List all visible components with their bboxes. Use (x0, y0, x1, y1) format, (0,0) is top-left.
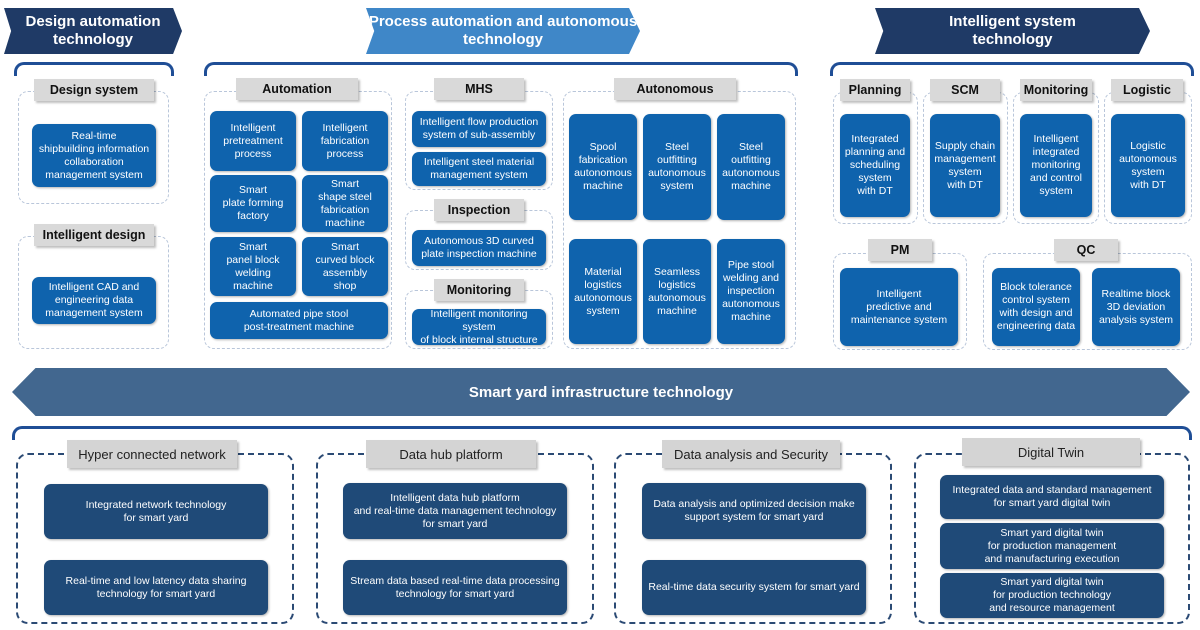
twin-tag: Digital Twin (962, 438, 1140, 466)
logistic-box: Logistic autonomous system with DT (1111, 114, 1185, 217)
mhs-item: Intelligent flow production system of su… (412, 111, 546, 147)
scm-tag: SCM (930, 79, 1000, 101)
automation-item: Intelligent fabrication process (302, 111, 388, 171)
autonomous-item: Spool fabrication autonomous machine (569, 114, 637, 220)
intelligent-system-banner: Intelligent system technology (875, 8, 1150, 54)
pm-tag: PM (868, 239, 932, 261)
automation-item: Smart plate forming factory (210, 175, 296, 232)
automation-item: Intelligent pretreatment process (210, 111, 296, 171)
autonomous-item: Material logistics autonomous system (569, 239, 637, 344)
automation-item: Smart panel block welding machine (210, 237, 296, 296)
inspection-tag: Inspection (434, 199, 524, 221)
datahub-tag: Data hub platform (366, 440, 536, 468)
process-automation-banner: Process automation and autonomous techno… (366, 8, 640, 54)
logistic-tag: Logistic (1111, 79, 1183, 101)
autonomous-item: Seamless logistics autonomous machine (643, 239, 711, 344)
pm-box: Intelligent predictive and maintenance s… (840, 268, 958, 346)
intelligent-design-box: Intelligent CAD and engineering data man… (32, 277, 156, 324)
planning-box: Integrated planning and scheduling syste… (840, 114, 910, 217)
analysis-tag: Data analysis and Security (662, 440, 840, 468)
datahub-item: Stream data based real-time data process… (343, 560, 567, 615)
automation-item: Smart curved block assembly shop (302, 237, 388, 296)
intel-monitoring-tag: Monitoring (1020, 79, 1092, 101)
network-item: Integrated network technology for smart … (44, 484, 268, 539)
analysis-item: Data analysis and optimized decision mak… (642, 483, 866, 539)
scm-box: Supply chain management system with DT (930, 114, 1000, 217)
qc-item: Block tolerance control system with desi… (992, 268, 1080, 346)
automation-tag: Automation (236, 78, 358, 100)
intelligent-design-tag: Intelligent design (34, 224, 154, 246)
twin-item: Smart yard digital twin for production m… (940, 523, 1164, 569)
design-bracket (14, 62, 174, 76)
mhs-tag: MHS (434, 78, 524, 100)
twin-item: Integrated data and standard management … (940, 475, 1164, 519)
network-item: Real-time and low latency data sharing t… (44, 560, 268, 615)
infra-bracket (12, 426, 1192, 440)
twin-item: Smart yard digital twin for production t… (940, 573, 1164, 618)
qc-item: Realtime block 3D deviation analysis sys… (1092, 268, 1180, 346)
qc-tag: QC (1054, 239, 1118, 261)
intelligent-bracket (830, 62, 1194, 76)
automation-item: Automated pipe stool post-treatment mach… (210, 302, 388, 339)
design-system-tag: Design system (34, 79, 154, 101)
automation-item: Smart shape steel fabrication machine (302, 175, 388, 232)
datahub-item: Intelligent data hub platform and real-t… (343, 483, 567, 539)
autonomous-item: Pipe stool welding and inspection autono… (717, 239, 785, 344)
design-system-box: Real-time shipbuilding information colla… (32, 124, 156, 187)
network-tag: Hyper connected network (67, 440, 237, 468)
autonomous-tag: Autonomous (614, 78, 736, 100)
mhs-item: Intelligent steel material management sy… (412, 152, 546, 186)
monitoring-tag: Monitoring (434, 279, 524, 301)
intel-monitoring-box: Intelligent integrated monitoring and co… (1020, 114, 1092, 217)
monitoring-item: Intelligent monitoring system of block i… (412, 308, 546, 346)
planning-tag: Planning (840, 79, 910, 101)
design-automation-banner: Design automation technology (4, 8, 182, 54)
process-bracket (204, 62, 798, 76)
infrastructure-banner: Smart yard infrastructure technology (12, 368, 1190, 416)
autonomous-item: Steel outfitting autonomous machine (717, 114, 785, 220)
autonomous-item: Steel outfitting autonomous system (643, 114, 711, 220)
inspection-item: Autonomous 3D curved plate inspection ma… (412, 230, 546, 266)
analysis-item: Real-time data security system for smart… (642, 560, 866, 615)
